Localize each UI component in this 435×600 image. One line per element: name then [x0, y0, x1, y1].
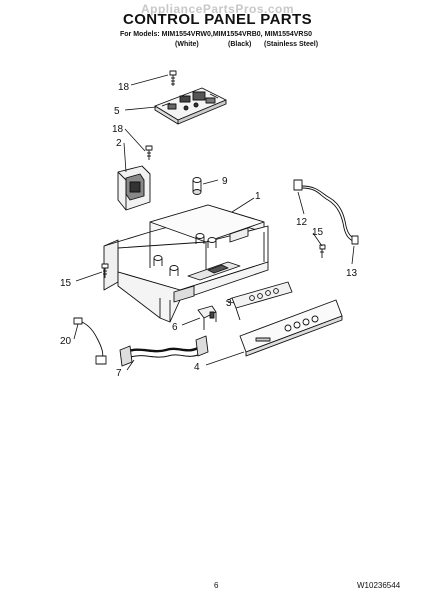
keypad-membrane-part-3 [227, 281, 293, 321]
control-housing-part-1 [103, 204, 269, 323]
document-number: W10236544 [357, 581, 401, 590]
callout-5: 5 [114, 106, 120, 117]
callout-9: 9 [222, 176, 228, 187]
callout-20: 20 [60, 336, 72, 347]
control-board-part-5 [154, 87, 227, 125]
callout-3: 3 [226, 298, 232, 309]
callout-18-top: 18 [118, 82, 130, 93]
bracket-part-2 [117, 165, 151, 211]
callout-4: 4 [194, 362, 200, 373]
callout-7: 7 [116, 368, 122, 379]
watermark: AppliancePartsPros.com [140, 2, 295, 16]
page-number: 6 [214, 581, 219, 590]
variant-black: (Black) [228, 41, 252, 48]
screw-part-18-second [145, 145, 153, 160]
callout-12: 12 [296, 217, 308, 228]
callout-2: 2 [116, 138, 122, 149]
callout-6: 6 [172, 322, 178, 333]
leader-lines [73, 74, 355, 371]
ribbon-cable-part-7 [119, 335, 209, 367]
callout-13: 13 [346, 268, 358, 279]
wire-harness-part-12 [293, 179, 359, 245]
callout-1: 1 [255, 191, 261, 202]
page-title: CONTROL PANEL PARTS [123, 11, 312, 28]
callout-18-second: 18 [112, 124, 124, 135]
screw-part-15-right [319, 244, 326, 258]
models-line: For Models: MIM1554VRW0,MIM1554VRB0, MIM… [120, 31, 313, 38]
variant-white: (White) [175, 41, 199, 48]
clip-part-6 [197, 305, 217, 330]
variant-stainless: (Stainless Steel) [264, 41, 319, 48]
callout-15-left: 15 [60, 278, 72, 289]
connector-part-20 [73, 317, 107, 365]
overlay-panel-part-4 [239, 299, 343, 357]
screw-part-18-top [169, 70, 177, 86]
callout-15-right: 15 [312, 227, 324, 238]
fastener-part-9 [192, 177, 202, 195]
screw-part-15-left [101, 263, 109, 278]
